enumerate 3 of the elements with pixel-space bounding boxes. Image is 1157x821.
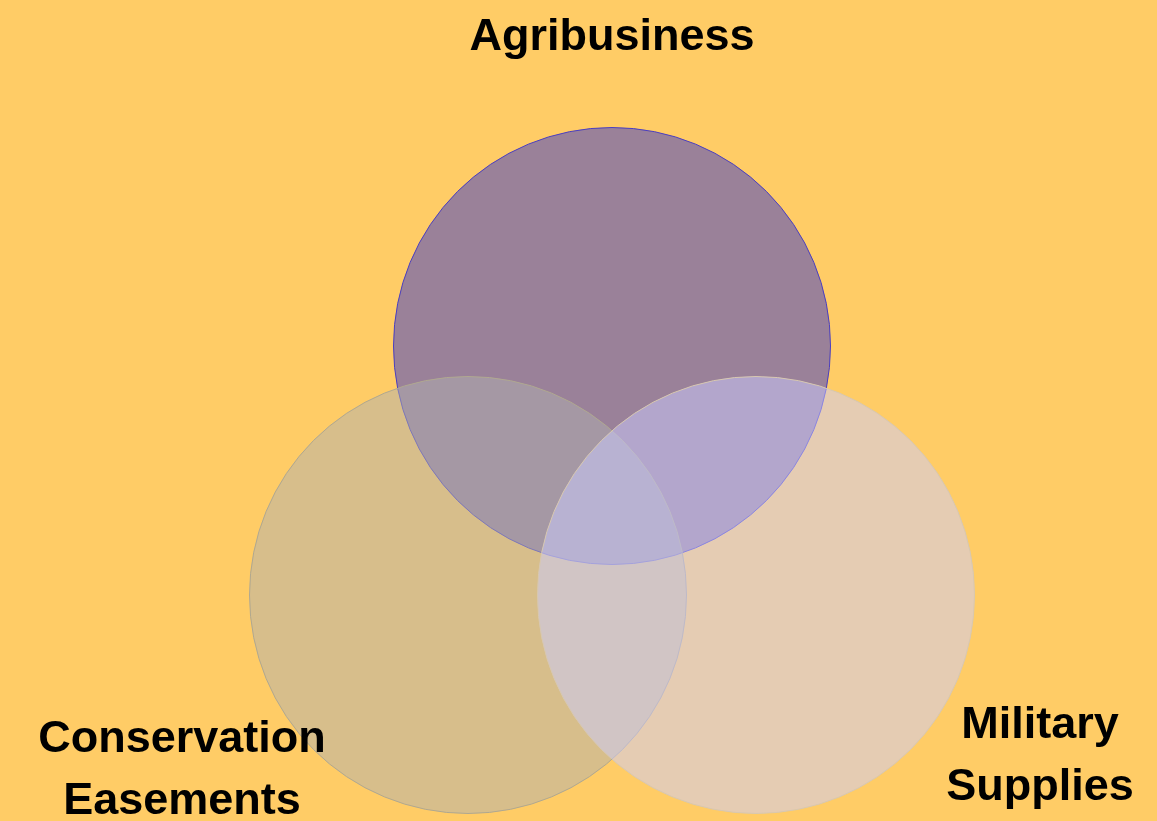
set-label: Agribusiness [468, 8, 756, 62]
set-label: Military Supplies [945, 696, 1135, 812]
set-label: Conservation Easements [37, 710, 327, 821]
